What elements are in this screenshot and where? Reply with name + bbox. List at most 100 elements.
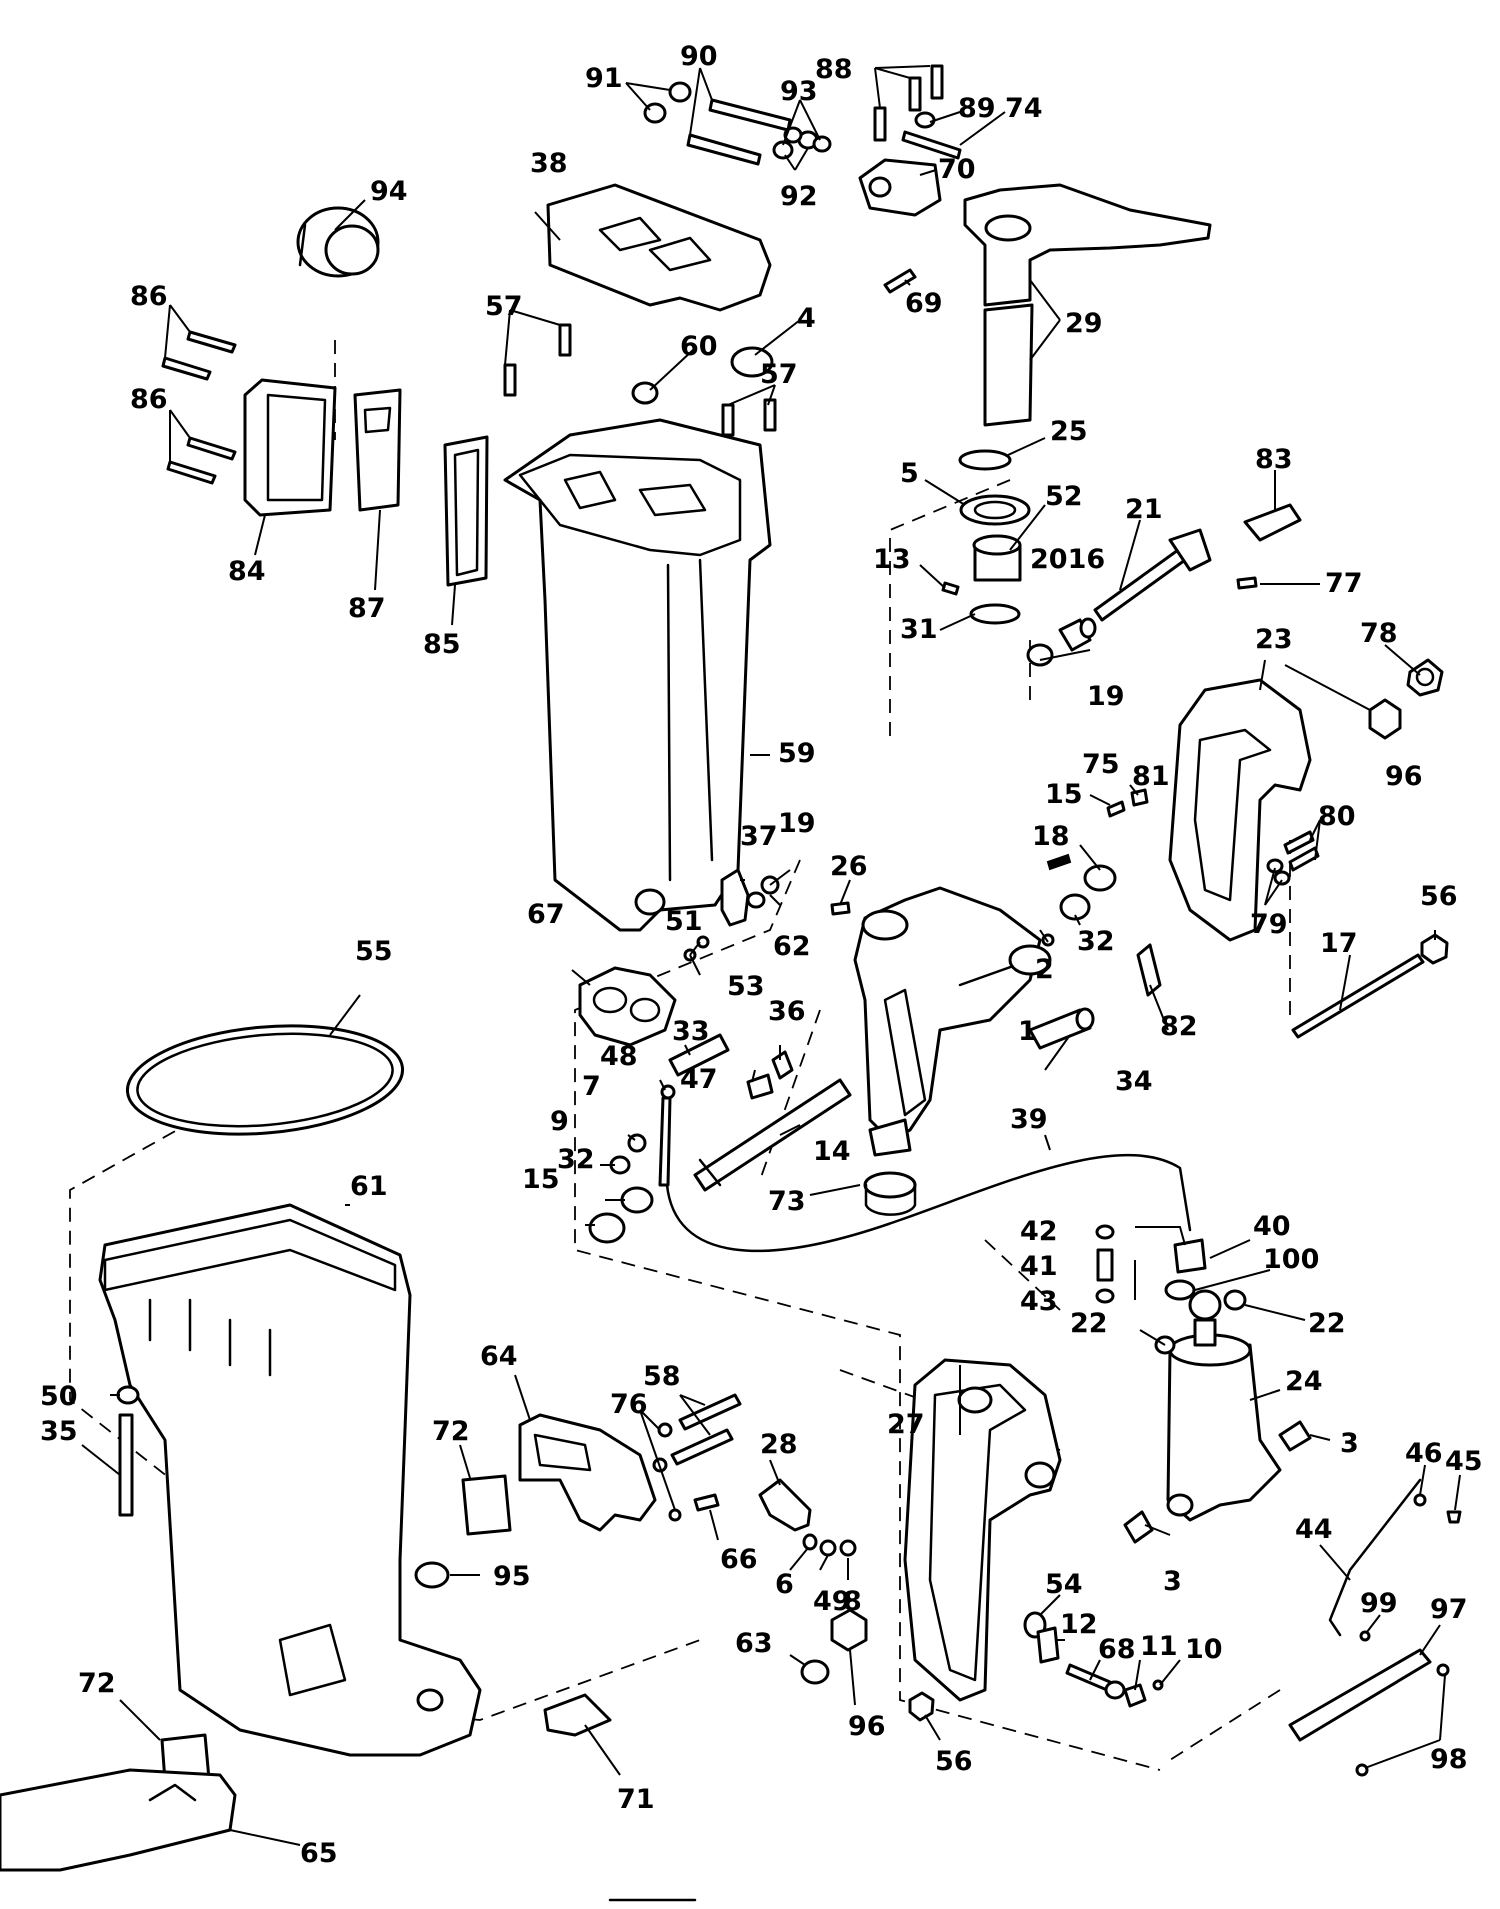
part-95-grommet [414,1561,450,1589]
part-46-pin [1413,1493,1427,1507]
part-79-washers [1266,858,1291,886]
part-61-exhaust-housing [98,1203,482,1757]
label-97: 97 [1430,1594,1468,1625]
label-95: 95 [493,1561,531,1592]
part-65-cover [0,1768,237,1872]
label-20-16: 2016 [1030,544,1105,575]
label-29: 29 [1065,308,1103,339]
part-48-link [658,1084,676,1187]
part-19-62-bushings-mid [746,875,780,909]
label-59: 59 [778,738,816,769]
part-63-cap [800,1659,830,1685]
label-34: 34 [1115,1066,1153,1097]
part-73-bushing [863,1171,917,1216]
part-71-block [543,1693,612,1737]
part-40-connector [1173,1238,1207,1274]
label-12: 12 [1060,1609,1098,1640]
label-80: 80 [1318,801,1356,832]
part-3-pins [1123,1420,1312,1544]
part-37-bracket [720,868,750,927]
part-27-stern-bracket [903,1358,1062,1702]
part-4-bushing [730,346,774,378]
label-1: 1 [1018,1016,1037,1047]
part-89-washer [914,111,936,129]
label-90: 90 [680,41,718,72]
part-69-pin [883,268,917,294]
part-34-bushing [1028,1007,1095,1050]
part-45-screw [1446,1510,1462,1524]
label-57a: 57 [485,291,523,322]
label-74: 74 [1005,93,1043,124]
label-38: 38 [530,148,568,179]
label-36: 36 [768,996,806,1027]
label-83: 83 [1255,444,1293,475]
part-29-steering-arm [963,183,1212,427]
label-73: 73 [768,1186,806,1217]
label-47: 47 [680,1064,718,1095]
label-32b: 32 [557,1144,595,1175]
part-42-oring [1095,1224,1115,1240]
callout-labels: 91 90 93 92 88 89 74 70 38 94 69 29 86 8… [40,41,1483,1869]
part-66-screw [693,1493,720,1512]
part-96-nut-lower [830,1608,868,1652]
label-66: 66 [720,1544,758,1575]
label-54: 54 [1045,1569,1083,1600]
part-32-bushing-upper [1059,893,1091,921]
part-84-cover [243,378,337,517]
part-10-screw [1152,1679,1164,1691]
part-59-exhaust-housing [503,418,772,932]
part-13-screw [941,581,960,596]
part-12-plate [1036,1626,1060,1664]
label-69: 69 [905,288,943,319]
label-96b: 96 [848,1711,886,1742]
part-36-clip [771,1050,794,1080]
part-swivel-bracket [853,886,1052,1157]
label-57b: 57 [760,359,798,390]
label-72b: 72 [78,1668,116,1699]
label-76: 76 [610,1389,648,1420]
part-39-cable [665,1153,1192,1253]
label-23: 23 [1255,624,1293,655]
label-63: 63 [735,1628,773,1659]
part-78-nut [1406,658,1444,697]
part-31-ring [969,603,1021,625]
label-2: 2 [1035,954,1054,985]
part-8-nut [839,1539,857,1557]
part-74-pin [901,130,962,160]
leader-lines [81,65,1461,1846]
part-28-lever [758,1478,812,1532]
label-72a: 72 [432,1416,470,1447]
label-51: 51 [665,906,703,937]
part-21-shaft [1093,528,1212,622]
label-41: 41 [1020,1251,1058,1282]
part-85-gasket [443,435,489,587]
label-15b: 15 [522,1164,560,1195]
part-83-handle [1243,503,1302,542]
label-55: 55 [355,936,393,967]
label-88: 88 [815,54,853,85]
part-57-bolts [503,323,777,437]
part-72-pad-upper [461,1474,512,1536]
label-5: 5 [900,458,919,489]
label-14: 14 [813,1136,851,1167]
label-82: 82 [1160,1011,1198,1042]
label-87: 87 [348,593,386,624]
part-91-washers [643,81,692,124]
part-76-washers [652,1422,682,1522]
label-33: 33 [672,1016,710,1047]
label-56b: 56 [935,1746,973,1777]
part-32-bushing-lower [620,1186,654,1214]
label-43: 43 [1020,1286,1058,1317]
label-3b: 3 [1163,1566,1182,1597]
label-40: 40 [1253,1211,1291,1242]
label-19a: 19 [1087,681,1125,712]
label-81: 81 [1132,761,1170,792]
label-9: 9 [550,1106,569,1137]
label-22b: 22 [1308,1308,1346,1339]
label-18: 18 [1032,821,1070,852]
label-24: 24 [1285,1366,1323,1397]
part-15-washer-upper [1083,864,1117,892]
part-87-plate [353,388,402,512]
part-14-tube [693,1078,852,1192]
